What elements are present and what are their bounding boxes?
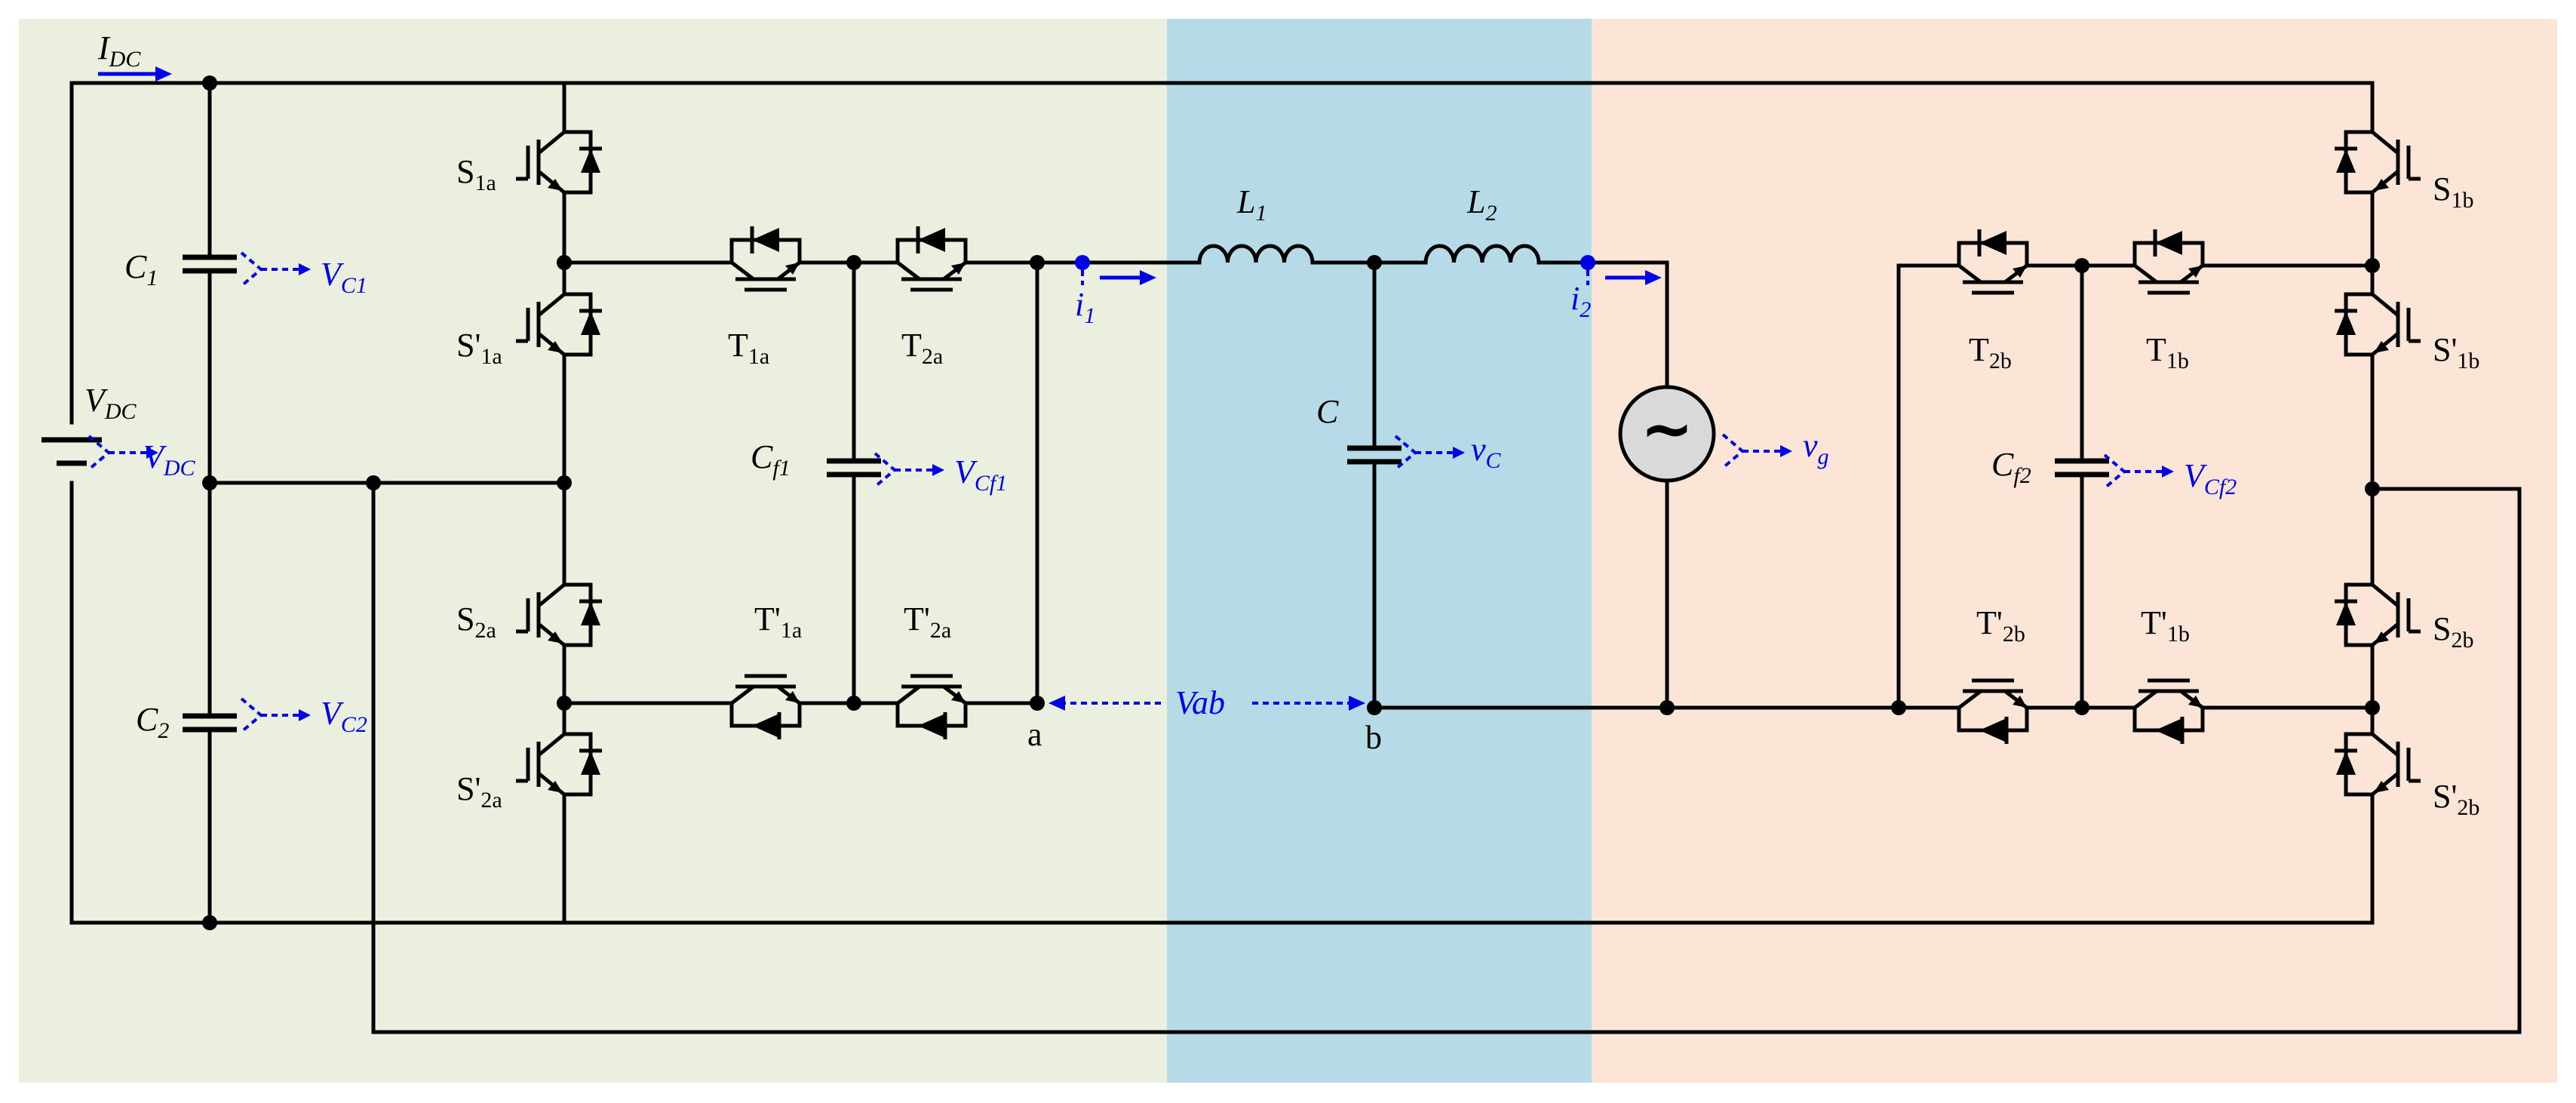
label-s1a: S1a [456,153,496,195]
label-t2b-prime: T'2b [1976,604,2025,647]
label-l1: L1 [1236,183,1267,226]
label-t1b: T1b [2146,331,2189,373]
grid-side-zone [1592,19,2557,1083]
label-cf1: Cf1 [751,438,791,481]
label-vcf2: VCf2 [2184,457,2237,499]
inductor-l2 [1423,244,1541,263]
label-vdc-measured: VDC [143,438,196,481]
label-s1b-prime: S'1b [2433,331,2479,373]
junction-dots [202,75,2380,930]
label-c: C [1316,393,1339,430]
label-t1a-prime: T'1a [754,601,802,643]
label-t2b: T2b [1969,331,2012,373]
grid-sine-icon: ~ [1641,392,1693,465]
vab-arrow [1049,696,1365,711]
label-s2b-prime: S'2b [2433,778,2479,820]
label-vc1: VC1 [321,256,367,298]
label-s2b: S2b [2433,610,2473,653]
label-t2a: T2a [901,327,943,369]
label-s2a-prime: S'2a [456,770,502,813]
label-c1: C1 [124,248,158,290]
label-vab: Vab [1175,684,1225,721]
label-idc: IDC [97,29,141,72]
label-cf2: Cf2 [1991,446,2031,488]
label-s1b: S1b [2433,171,2473,213]
label-vg: vg [1803,427,1829,469]
label-t1b-prime: T'1b [2141,604,2190,647]
label-t2a-prime: T'2a [904,601,951,643]
label-s2a: S2a [456,601,496,643]
current-arrows [98,66,1662,285]
label-t1a: T1a [728,327,769,369]
label-vcf1: VCf1 [954,453,1007,496]
label-s1a-prime: S'1a [456,327,502,369]
label-vc2: VC2 [321,695,367,737]
label-l2: L2 [1466,183,1497,226]
label-i2: i2 [1570,280,1591,322]
grid-voltage-source [1618,385,1716,483]
label-vc: vC [1471,431,1502,473]
label-i1: i1 [1075,286,1095,328]
label-node-a: a [1027,716,1042,753]
label-c2: C2 [136,701,169,743]
label-vdc-source: VDC [84,382,137,424]
filter-zone [1167,19,1592,1083]
inductor-l1 [1197,244,1315,263]
label-node-b: b [1365,719,1382,756]
